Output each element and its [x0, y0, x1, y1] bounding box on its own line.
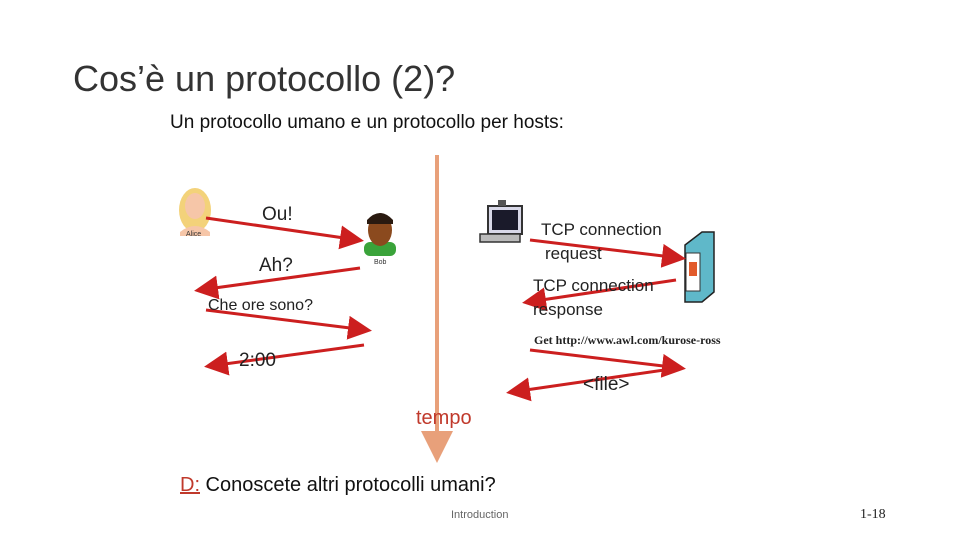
- page-title: Cos’è un protocollo (2)?: [73, 58, 456, 99]
- msg-get: Get http://www.awl.com/kurose-ross: [534, 333, 721, 347]
- subtitle: Un protocollo umano e un protocollo per …: [170, 112, 564, 133]
- msg-tcp-response-2: response: [533, 300, 603, 319]
- arrow-tcp-response: [522, 278, 677, 312]
- arrow-2-00: [204, 343, 365, 376]
- footer: Introduction: [451, 509, 509, 521]
- bob-icon: [364, 213, 396, 256]
- question: D: Conoscete altri protocolli umani?: [180, 474, 496, 497]
- question-prefix: D:: [180, 474, 200, 496]
- msg-file: <file>: [583, 374, 630, 395]
- msg-tcp-request-1: TCP connection: [541, 220, 662, 239]
- computer-icon: [479, 200, 523, 243]
- msg-che-ore-sono: Che ore sono?: [208, 297, 313, 314]
- arrow-che-ore: [205, 308, 372, 340]
- msg-2-00: 2:00: [239, 350, 276, 371]
- alice-label: Alice: [186, 231, 202, 238]
- arrow-tcp-request: [529, 238, 686, 268]
- msg-tcp-response-1: TCP connection: [533, 276, 654, 295]
- arrow-ah: [194, 266, 361, 300]
- page-number: 1-18: [860, 507, 886, 522]
- msg-tcp-request-2: request: [545, 244, 602, 263]
- question-text: Conoscete altri protocolli umani?: [200, 474, 496, 496]
- server-icon: [684, 231, 715, 303]
- arrow-file: [506, 366, 679, 402]
- msg-ou: Ou!: [262, 204, 293, 225]
- time-axis-label: tempo: [416, 407, 472, 429]
- bob-label: Bob: [374, 259, 387, 266]
- arrow-ou: [205, 216, 364, 250]
- msg-ah: Ah?: [259, 255, 293, 276]
- arrow-get: [529, 348, 686, 378]
- alice-icon: [179, 188, 211, 236]
